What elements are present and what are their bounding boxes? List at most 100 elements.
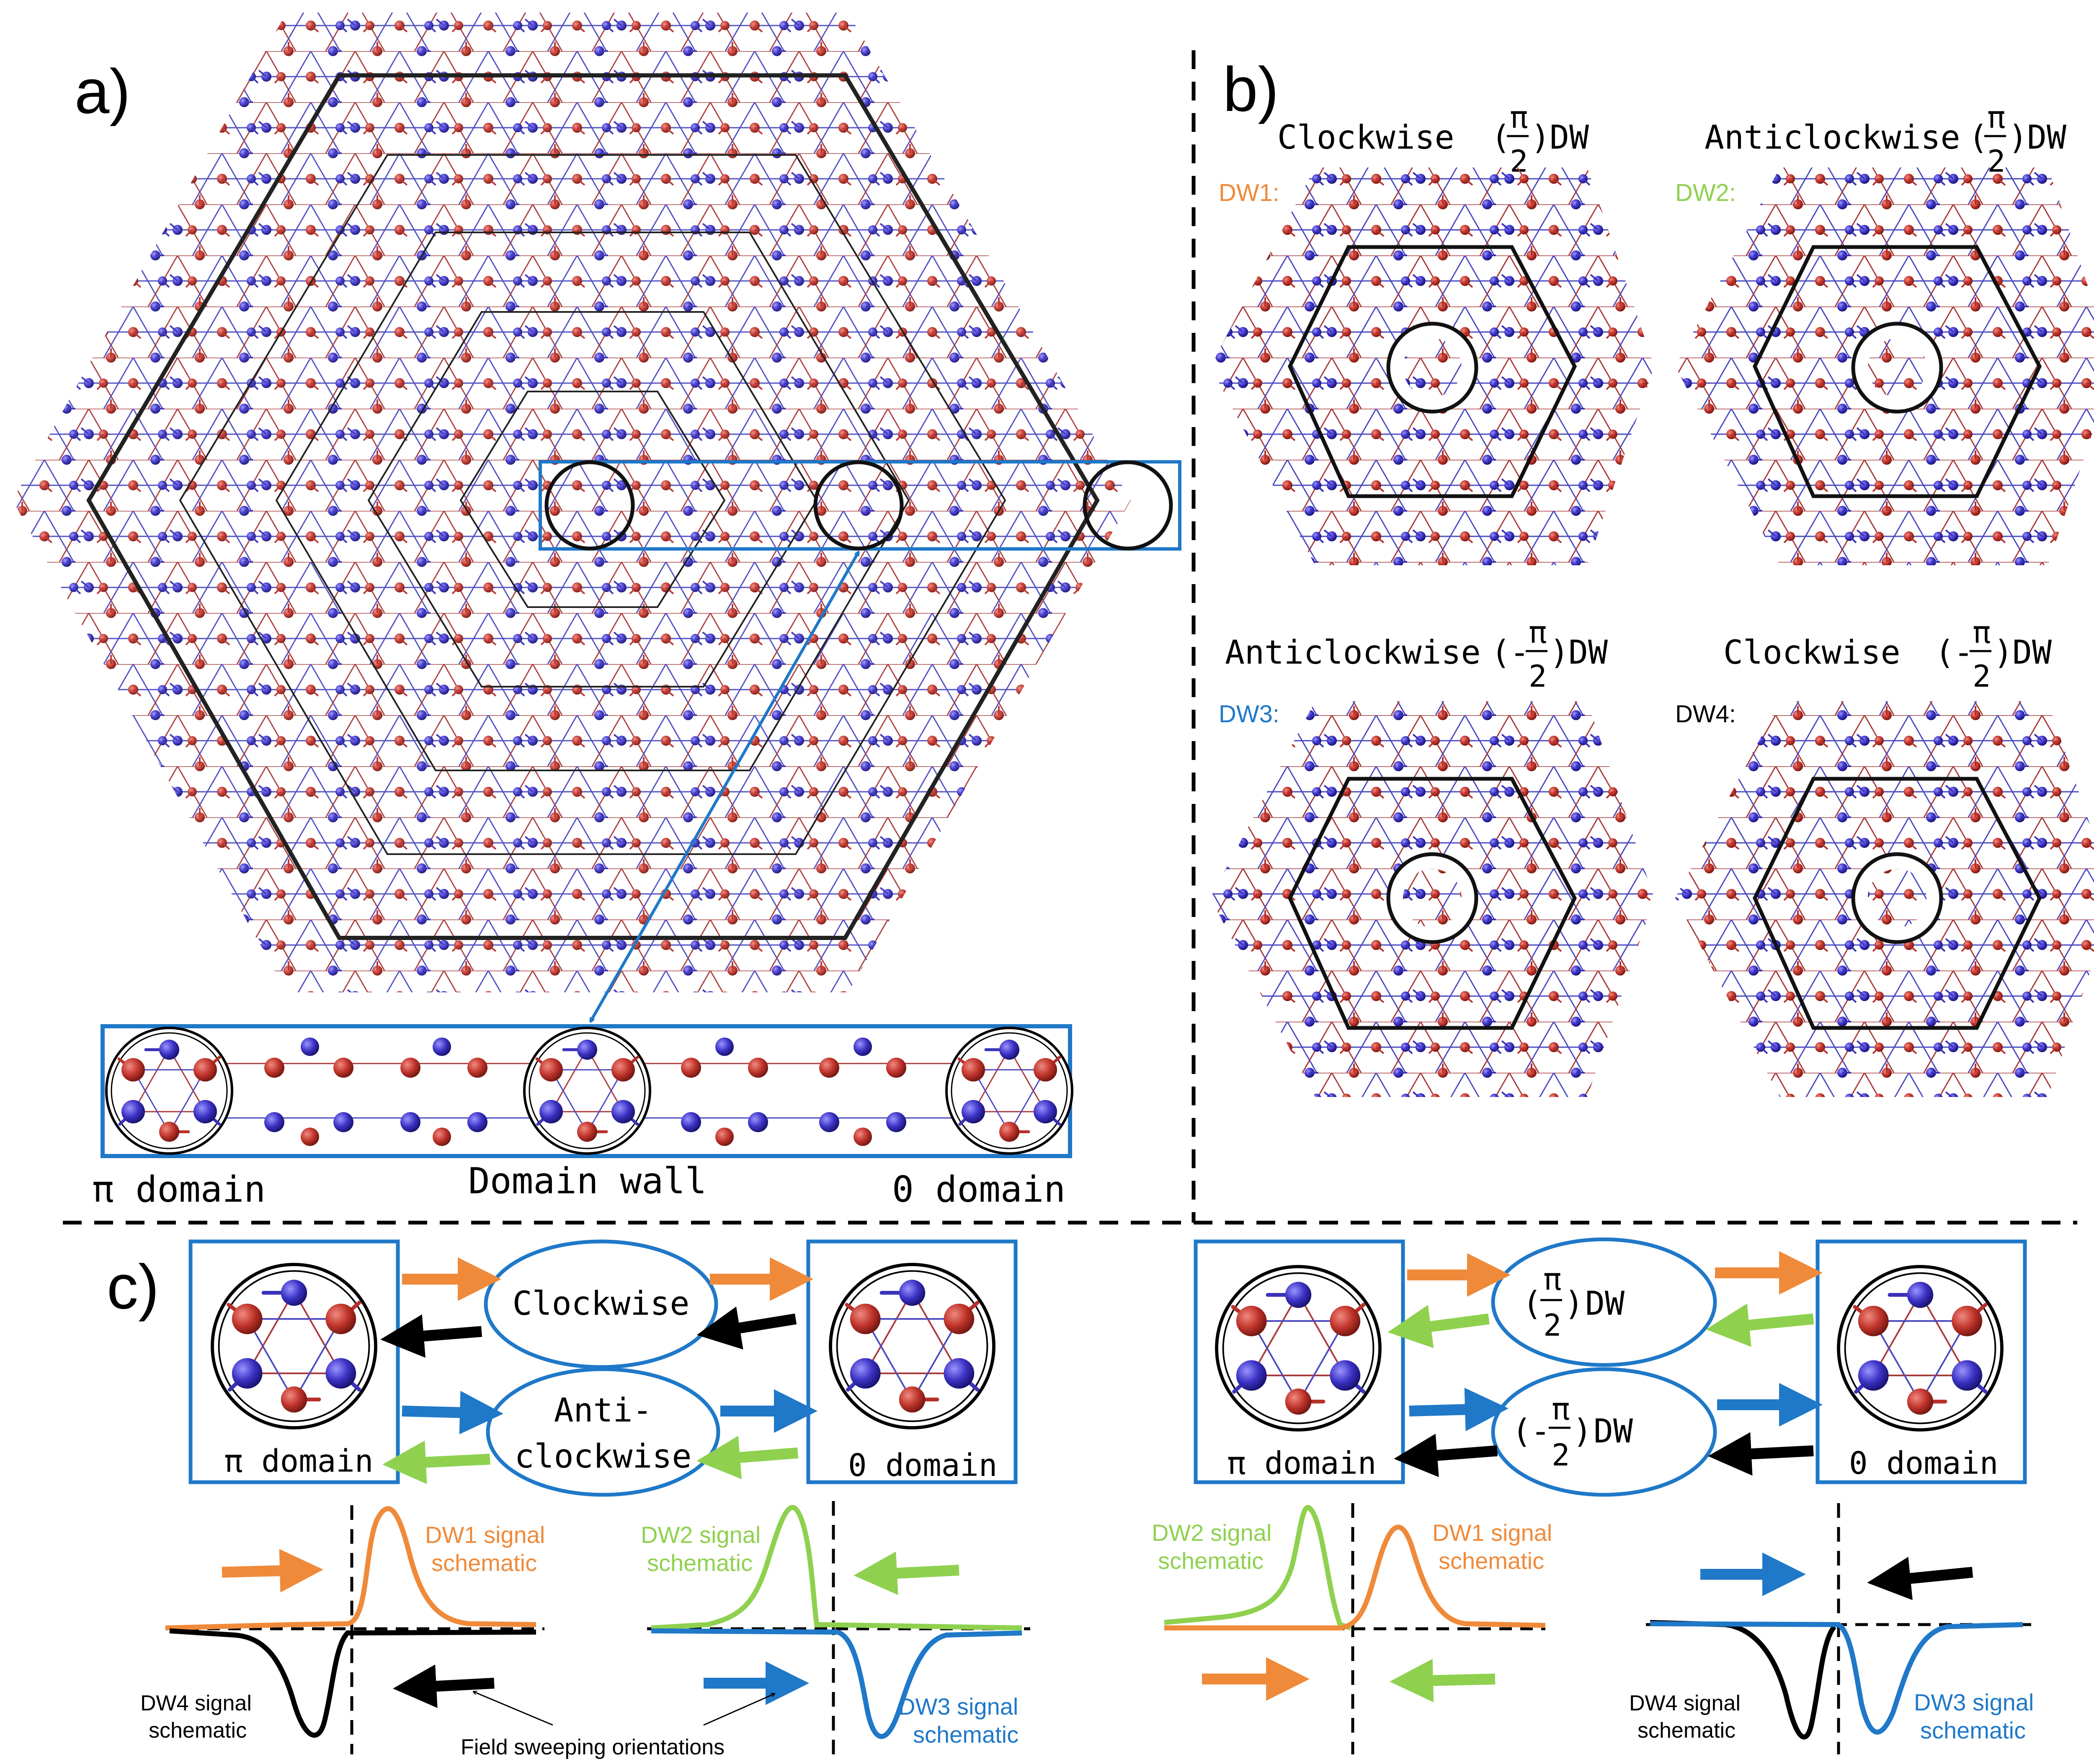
dw1-signal-curve-right — [1164, 1525, 1546, 1630]
dw1-signal-label-right-2: schematic — [1439, 1548, 1544, 1574]
dw2-signal-label-right-1: DW2 signal — [1152, 1519, 1271, 1546]
svg-text:π: π — [1510, 100, 1528, 135]
svg-text:DW: DW — [2012, 634, 2052, 672]
svg-text:): ) — [1564, 1285, 1584, 1323]
c-right-flow-arrows — [1387, 1251, 1823, 1477]
minus-pi-half-dw-ellipse — [1491, 1367, 1717, 1497]
svg-text:2: 2 — [1973, 659, 1991, 694]
svg-text:): ) — [1550, 634, 1569, 672]
hexagon-ring-1 — [179, 154, 1006, 855]
dw1-signal-label-right-1: DW1 signal — [1432, 1519, 1552, 1546]
pi-half-dw-ellipse — [1491, 1237, 1717, 1367]
c-right-pi-domain-label: π domain — [1227, 1445, 1376, 1481]
dw2-signal-label-2: schematic — [647, 1550, 753, 1576]
dw4-signal-curve-right — [1650, 1620, 1836, 1740]
svg-text:(: ( — [1512, 1413, 1532, 1450]
dw4-tag: DW4: — [1675, 700, 1736, 728]
pi-half-dw-label: ( π 2 ) DW — [1522, 1262, 1625, 1343]
svg-text:DW: DW — [1585, 1285, 1625, 1323]
svg-text:Clockwise: Clockwise — [1723, 634, 1901, 672]
svg-text:Anticlockwise: Anticlockwise — [1225, 634, 1480, 672]
dw4-signal-label-right-2: schematic — [1638, 1718, 1736, 1743]
dw3-signal-curve-right — [1650, 1621, 2023, 1735]
svg-text:π: π — [1987, 100, 2005, 135]
svg-text:π: π — [1973, 615, 1991, 650]
zero-domain-circle — [1083, 460, 1173, 551]
svg-text:2: 2 — [1552, 1437, 1570, 1473]
svg-text:): ) — [1993, 634, 2013, 672]
svg-text:π: π — [1543, 1262, 1561, 1297]
zoom-arrow — [589, 552, 860, 1022]
svg-text:): ) — [1531, 119, 1550, 157]
dw1-signal-label-2: schematic — [431, 1550, 537, 1576]
anticlockwise-label-line1: Anti- — [554, 1392, 652, 1429]
panel-b: b) Clockwise ( π 2 ) DW DW1: Anticlockwi… — [1210, 54, 2094, 1097]
svg-text:DW: DW — [1550, 119, 1589, 157]
zoom-chain-intermediate-spins — [264, 1038, 906, 1146]
dw1-lattice — [1210, 167, 1654, 565]
dw3-tag: DW3: — [1219, 700, 1279, 728]
svg-text:DW: DW — [1594, 1413, 1633, 1450]
dw4-title: Clockwise ( - π 2 ) DW — [1723, 615, 2052, 694]
field-sweep-label: Field sweeping orientations — [461, 1735, 725, 1759]
dw3-signal-label-right-1: DW3 signal — [1914, 1689, 2034, 1715]
minus-pi-half-dw-label: ( - π 2 ) DW — [1512, 1391, 1633, 1473]
c-left-flow-arrows — [380, 1257, 817, 1484]
c-right-zero-domain-label: 0 domain — [1849, 1445, 1998, 1481]
dw4-signal-label-2: schematic — [149, 1718, 247, 1743]
svg-text:π: π — [1552, 1391, 1570, 1427]
svg-text:π: π — [1529, 615, 1547, 650]
dw2-signal-label-1: DW2 signal — [641, 1522, 761, 1548]
dw2-title: Anticlockwise ( π 2 ) DW — [1705, 100, 2066, 179]
dw1-signal-curve — [165, 1506, 536, 1630]
panel-a-label: a) — [75, 56, 130, 126]
pi-domain-circle — [544, 460, 635, 551]
svg-text:Anticlockwise: Anticlockwise — [1705, 119, 1960, 157]
panel-a: a) — [13, 13, 1181, 1210]
dw1-title: Clockwise ( π 2 ) DW — [1277, 100, 1589, 179]
dw2-signal-curve — [651, 1505, 1022, 1630]
dw3-signal-label-1: DW3 signal — [898, 1693, 1018, 1720]
svg-text:(: ( — [1522, 1285, 1542, 1323]
hexagon-ring-2 — [275, 232, 910, 771]
svg-text:(: ( — [1491, 634, 1511, 672]
panel-c: c) π domain 0 domain Clockwise Anti- clo… — [107, 1237, 2034, 1759]
svg-text:-: - — [1531, 1413, 1550, 1450]
clockwise-ellipse — [484, 1239, 718, 1369]
svg-text:2: 2 — [1543, 1308, 1561, 1343]
clockwise-label: Clockwise — [513, 1285, 690, 1323]
anticlockwise-label-line2: clockwise — [515, 1438, 692, 1476]
panel-a-lattice — [13, 13, 1131, 992]
svg-text:(: ( — [1968, 119, 1988, 157]
domain-wall-circle — [813, 460, 904, 551]
c-left-zero-domain-label: 0 domain — [848, 1447, 997, 1483]
svg-text:Clockwise: Clockwise — [1277, 119, 1454, 157]
dw3-signal-curve — [651, 1628, 1022, 1739]
dw3-lattice — [1210, 701, 1654, 1097]
panel-b-label: b) — [1223, 54, 1279, 124]
dw4-signal-label-right-1: DW4 signal — [1629, 1691, 1741, 1715]
dw1-tag: DW1: — [1219, 179, 1279, 206]
panel-c-label: c) — [107, 1252, 159, 1322]
svg-text:): ) — [1573, 1413, 1592, 1450]
svg-text:-: - — [1510, 634, 1529, 672]
anticlockwise-ellipse — [486, 1367, 720, 1497]
pi-domain-label: π domain — [92, 1169, 266, 1210]
dw3-signal-label-2: schematic — [913, 1721, 1019, 1748]
svg-text:-: - — [1954, 634, 1973, 672]
zero-domain-label: 0 domain — [892, 1169, 1065, 1210]
svg-text:): ) — [2008, 119, 2028, 157]
dw3-signal-label-right-2: schematic — [1920, 1717, 2026, 1743]
dw2-tag: DW2: — [1675, 179, 1736, 206]
dw2-signal-curve-right — [1164, 1505, 1351, 1630]
outer-hexagon — [86, 73, 1100, 940]
svg-text:(: ( — [1935, 634, 1955, 672]
dw4-signal-curve — [169, 1628, 536, 1738]
c-left-pi-domain-label: π domain — [224, 1443, 373, 1479]
dw2-signal-label-right-2: schematic — [1158, 1548, 1264, 1574]
zoom-chain — [106, 1028, 1072, 1154]
svg-text:(: ( — [1491, 119, 1511, 157]
hexagon-ring-4 — [459, 391, 726, 608]
svg-text:DW: DW — [2027, 119, 2066, 157]
